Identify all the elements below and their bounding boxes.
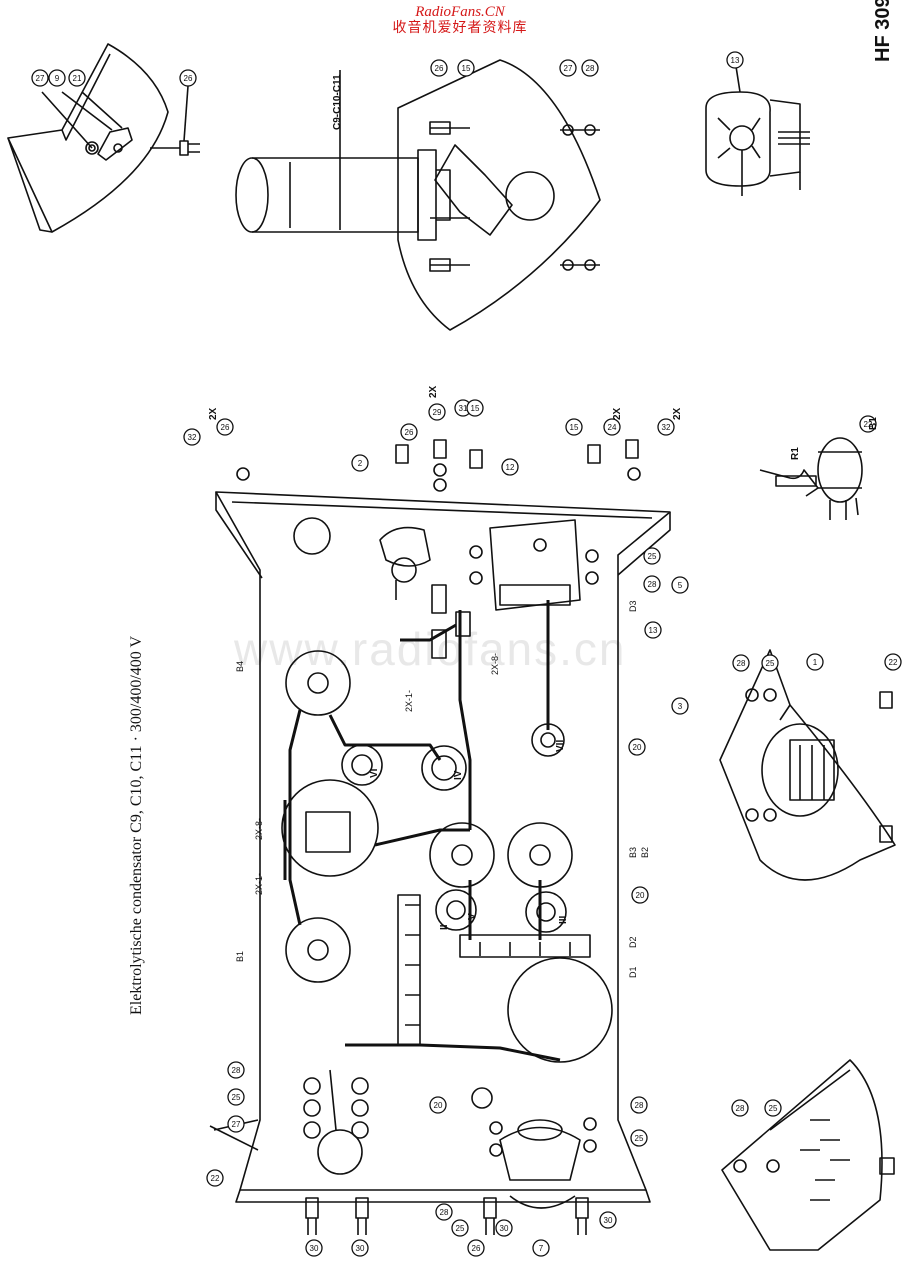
part-number: 1 (813, 658, 818, 667)
part-number: 26 (405, 428, 414, 437)
roman-label-vi: VI (369, 768, 380, 778)
part-number: 28 (736, 1104, 745, 1113)
part-number: 20 (633, 743, 642, 752)
part-number: 26 (472, 1244, 481, 1253)
part-number: 21 (73, 74, 82, 83)
socket-bracket-detail (719, 649, 896, 881)
callout-bubbles (31, 51, 902, 1257)
part-number: 28 (232, 1066, 241, 1075)
part-number: 32 (188, 433, 197, 442)
wire-label-2: 2X-1- (254, 873, 264, 895)
part-number: 28 (586, 64, 595, 73)
part-number: 25 (769, 1104, 778, 1113)
part-number: 26 (184, 74, 193, 83)
part-number: 7 (539, 1244, 544, 1253)
part-number: 27 (232, 1120, 241, 1129)
chassis-code-d1: D1 (628, 966, 638, 978)
wire-label-1: 2X-8- (254, 818, 264, 840)
part-number: 20 (636, 891, 645, 900)
part-number: 25 (648, 552, 657, 561)
part-number: 22 (211, 1174, 220, 1183)
part-number: 15 (570, 423, 579, 432)
part-number: 30 (604, 1216, 613, 1225)
part-number: 28 (737, 659, 746, 668)
part-number: 30 (500, 1224, 509, 1233)
fuse-holder-detail (759, 437, 863, 520)
watermark: www.radiofans.cn (234, 623, 627, 675)
part-number: 2 (358, 459, 363, 468)
part-number: 24 (608, 423, 617, 432)
part-number: 28 (635, 1101, 644, 1110)
site-name: RadioFans.CN (415, 4, 505, 20)
chassis-code-b1: B1 (235, 951, 245, 962)
part-number: 15 (471, 404, 480, 413)
top-screws (236, 439, 641, 585)
chassis-code-b3: B3 (628, 847, 638, 858)
drawing-text: C9-C10-C11 R1 B1 B4 B1 B3 B2 D1 D2 D3 VI… (208, 74, 879, 978)
capacitor-can-detail (235, 59, 601, 331)
socket-detail-top-right (705, 59, 810, 196)
part-number: 13 (649, 626, 658, 635)
bottom-screws (305, 1195, 589, 1235)
chassis-code-b4: B4 (235, 661, 245, 672)
part-number: 30 (356, 1244, 365, 1253)
part-number: 25 (456, 1224, 465, 1233)
part-number: 5 (678, 581, 683, 590)
part-number: 28 (440, 1208, 449, 1217)
part-number: 32 (662, 423, 671, 432)
wire-label-4: 2X-1- (404, 690, 414, 712)
rear-panel-parts (303, 1069, 597, 1181)
part-number: 15 (462, 64, 471, 73)
chassis-code-d3: D3 (628, 600, 638, 612)
bubble-numbers: 27 9 21 26 26 15 27 28 13 32 26 26 29 31… (36, 56, 898, 1253)
multiplier-label-3: 2X (428, 385, 439, 398)
roman-label-v: V (467, 913, 478, 920)
tube-sockets (281, 650, 613, 1063)
roman-label-iv: IV (453, 770, 464, 780)
multiplier-label: 2X (208, 407, 219, 420)
capacitor-label: C9-C10-C11 (332, 74, 343, 130)
multiplier-label-4: 2X (672, 407, 683, 420)
part-number: 22 (864, 420, 873, 429)
front-panel-parts (379, 519, 581, 659)
wire-label-3: 2X-8- (490, 653, 500, 675)
roman-label-vii: VII (555, 740, 566, 752)
part-number: 27 (564, 64, 573, 73)
part-number: 9 (55, 74, 60, 83)
chassis-code-d2: D2 (628, 936, 638, 948)
part-number: 25 (635, 1134, 644, 1143)
part-number: 30 (310, 1244, 319, 1253)
roman-label-ii: II (439, 924, 450, 930)
site-header: RadioFans.CN 收音机爱好者资料库 (0, 4, 920, 37)
fuse-label-b1: B1 (868, 417, 879, 430)
part-number: 13 (731, 56, 740, 65)
terminal-bracket-detail (721, 1059, 895, 1251)
wiring (283, 600, 561, 1062)
site-subtitle: 收音机爱好者资料库 (392, 20, 528, 36)
roman-label-iii: III (558, 915, 569, 924)
part-number: 28 (648, 580, 657, 589)
part-number: 29 (433, 408, 442, 417)
part-number: 3 (678, 702, 683, 711)
part-number: 27 (36, 74, 45, 83)
part-number: 26 (221, 423, 230, 432)
multiplier-label-2: 2X (612, 407, 623, 420)
chassis-code-b2: B2 (640, 847, 650, 858)
bracket-detail-top-left (7, 43, 200, 233)
part-number: 25 (766, 659, 775, 668)
part-number: 20 (434, 1101, 443, 1110)
part-number: 31 (459, 404, 468, 413)
part-number: 26 (435, 64, 444, 73)
main-chassis (209, 491, 671, 1203)
fuse-label-r1: R1 (790, 447, 801, 460)
part-number: 25 (232, 1093, 241, 1102)
part-number: 22 (889, 658, 898, 667)
part-number: 12 (506, 463, 515, 472)
